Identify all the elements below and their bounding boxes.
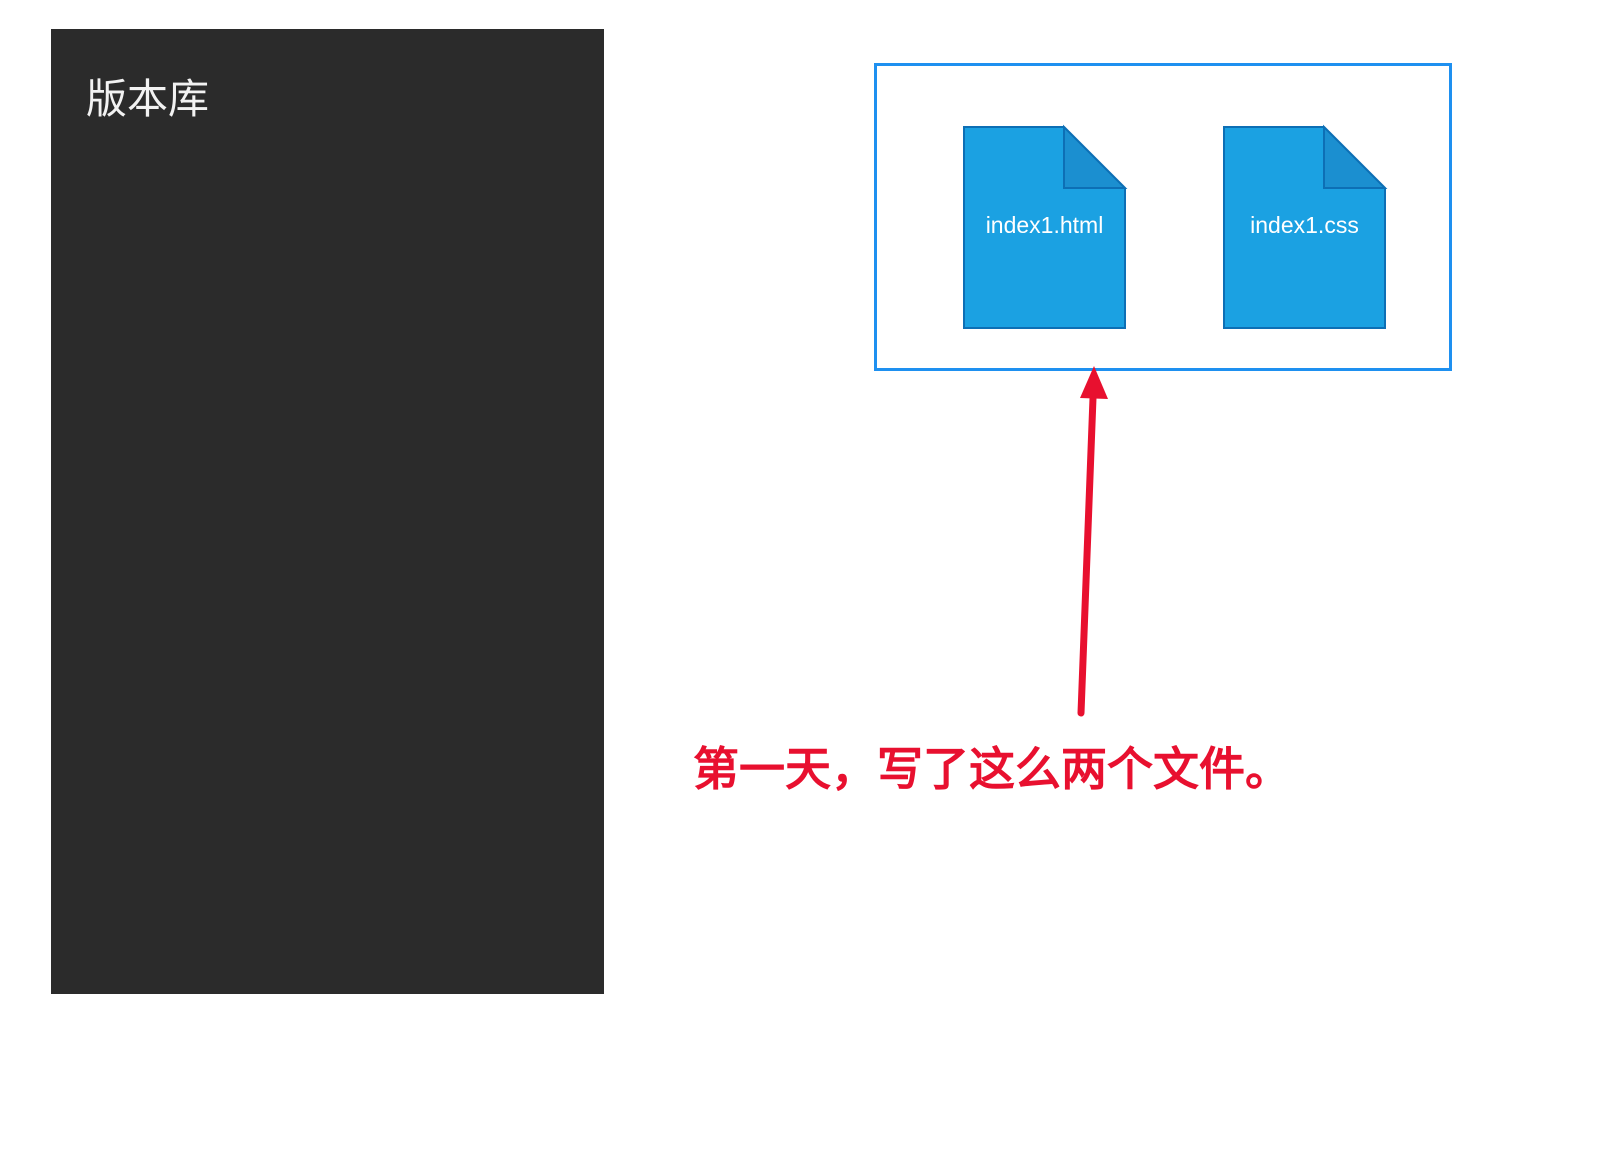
repository-panel: 版本库 (51, 29, 604, 994)
annotation-text: 第一天，写了这么两个文件。 (693, 742, 1291, 796)
repository-title: 版本库 (86, 75, 209, 123)
file-name-label: index1.html (985, 212, 1104, 238)
document-icon (963, 124, 1128, 329)
file-icon-html: index1.html (963, 124, 1128, 329)
workspace-box: index1.html index1.css (874, 63, 1452, 371)
file-icon-css: index1.css (1223, 124, 1388, 329)
file-name-label: index1.css (1250, 212, 1359, 238)
document-icon (1223, 124, 1388, 329)
